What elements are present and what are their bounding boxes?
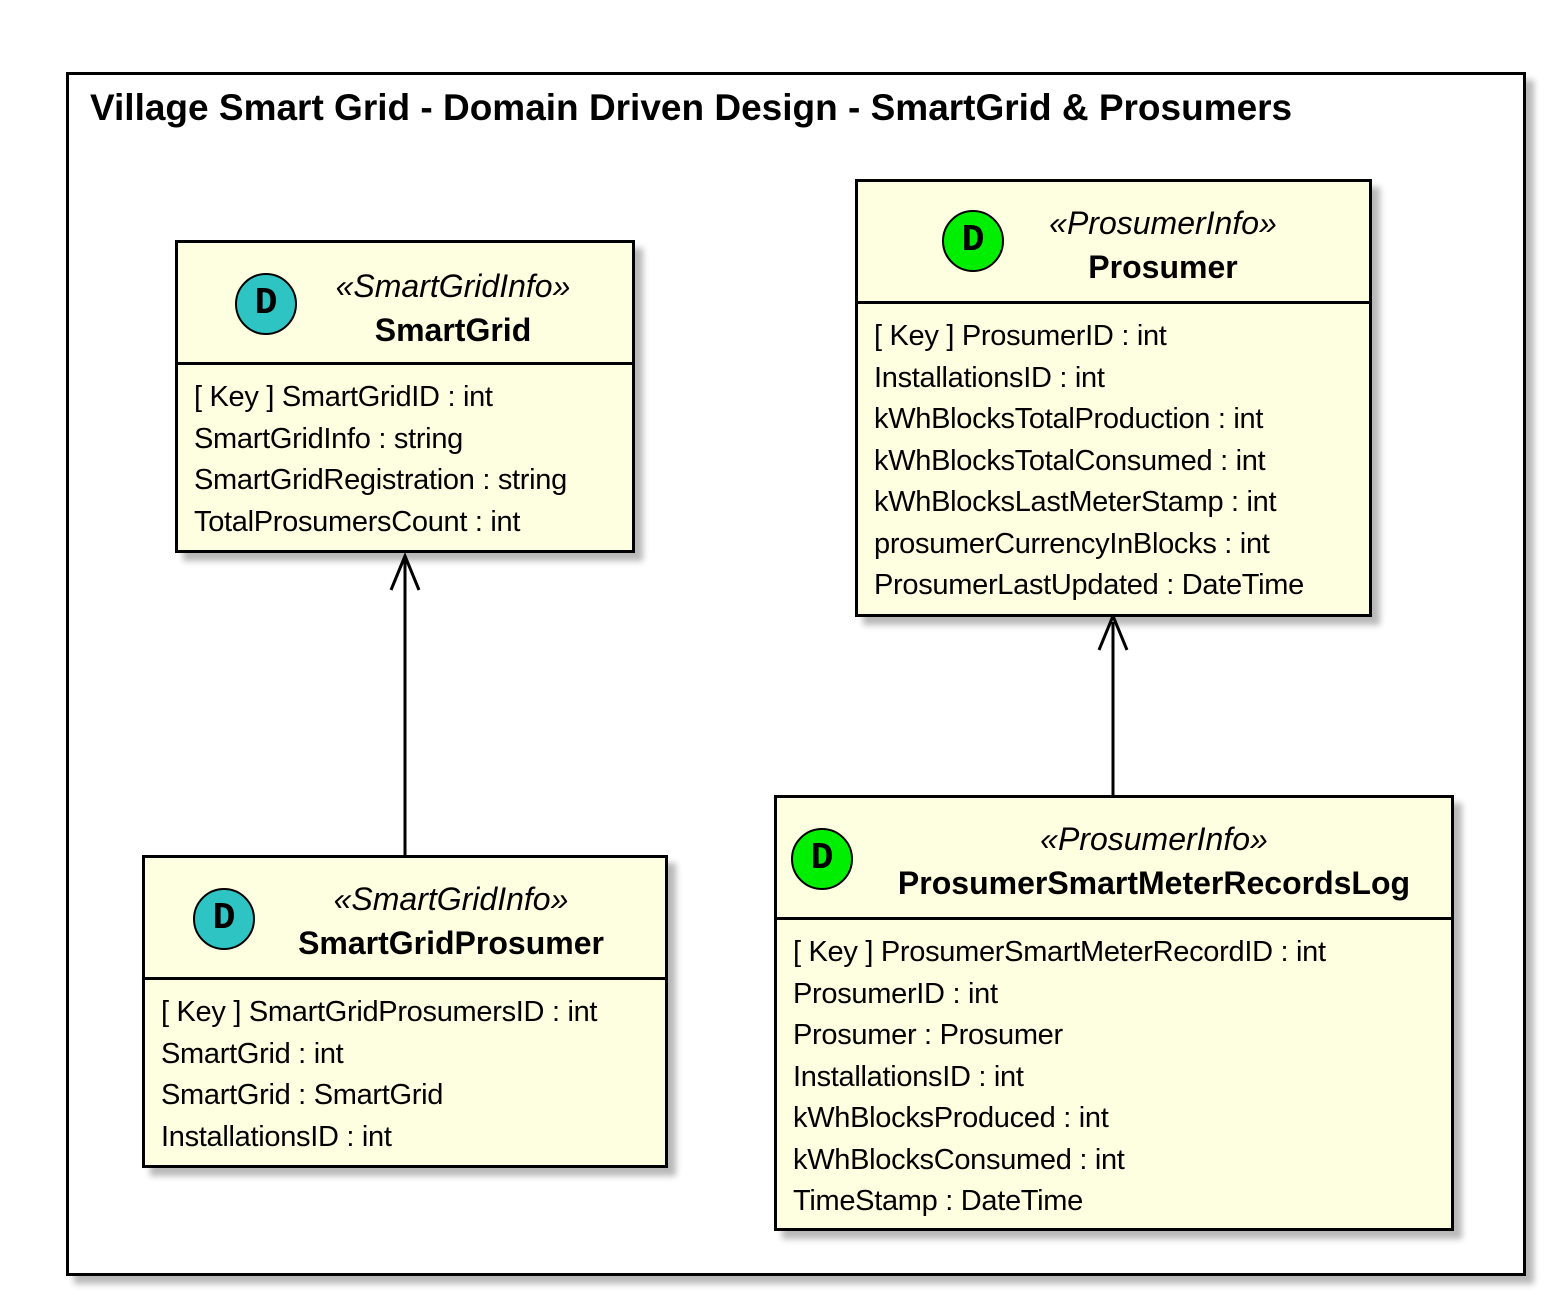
field-item: SmartGrid : SmartGrid (161, 1079, 444, 1111)
entity-d-icon: D (791, 828, 853, 890)
field-item: SmartGridRegistration : string (194, 464, 567, 496)
field-item: ProsumerLastUpdated : DateTime (874, 569, 1304, 601)
class-fields: [ Key ] ProsumerID : int InstallationsID… (858, 304, 1369, 607)
class-header: D «SmartGridInfo» SmartGridProsumer (145, 858, 665, 980)
class-stereotype: «SmartGridInfo» (335, 268, 571, 304)
field-item: TotalProsumersCount : int (194, 505, 521, 538)
field-item: kWhBlocksTotalProduction : int (874, 403, 1264, 435)
field-item: [ Key ] SmartGridProsumersID : int (161, 996, 598, 1028)
field-item: InstallationsID : int (874, 361, 1105, 394)
field-item: kWhBlocksLastMeterStamp : int (874, 486, 1277, 518)
field-item: [ Key ] ProsumerSmartMeterRecordID : int (793, 936, 1326, 968)
class-stereotype: «ProsumerInfo» (1049, 205, 1277, 241)
field-item: kWhBlocksConsumed : int (793, 1143, 1125, 1176)
field-item: [ Key ] ProsumerID : int (874, 320, 1167, 352)
entity-d-icon: D (235, 273, 297, 335)
class-fields: [ Key ] SmartGridProsumersID : int Smart… (145, 980, 665, 1158)
class-smartgrid-prosumer[interactable]: D «SmartGridInfo» SmartGridProsumer [ Ke… (142, 855, 668, 1168)
field-item: InstallationsID : int (161, 1120, 392, 1153)
field-item: prosumerCurrencyInBlocks : int (874, 527, 1270, 560)
package-title: Village Smart Grid - Domain Driven Desig… (90, 87, 1293, 128)
class-prosumer-smart-meter-records-log[interactable]: D «ProsumerInfo» ProsumerSmartMeterRecor… (774, 795, 1454, 1231)
class-header: D «ProsumerInfo» Prosumer (858, 182, 1369, 304)
class-name: Prosumer (1088, 249, 1238, 285)
class-name: SmartGrid (374, 312, 532, 348)
class-prosumer[interactable]: D «ProsumerInfo» Prosumer [ Key ] Prosum… (855, 179, 1372, 617)
field-item: kWhBlocksTotalConsumed : int (874, 444, 1266, 477)
class-stereotype: «SmartGridInfo» (333, 881, 569, 917)
class-stereotype: «ProsumerInfo» (1040, 821, 1268, 857)
class-header: D «SmartGridInfo» SmartGrid (178, 243, 632, 365)
class-name: ProsumerSmartMeterRecordsLog (897, 865, 1411, 901)
field-item: kWhBlocksProduced : int (793, 1102, 1109, 1134)
field-item: SmartGrid : int (161, 1037, 344, 1070)
class-smartgrid[interactable]: D «SmartGridInfo» SmartGrid [ Key ] Smar… (175, 240, 635, 553)
field-item: SmartGridInfo : string (194, 422, 463, 455)
field-item: TimeStamp : DateTime (793, 1185, 1083, 1217)
class-fields: [ Key ] ProsumerSmartMeterRecordID : int… (777, 920, 1451, 1223)
entity-d-icon: D (193, 888, 255, 950)
field-item: InstallationsID : int (793, 1060, 1024, 1093)
field-item: [ Key ] SmartGridID : int (194, 381, 493, 413)
field-item: Prosumer : Prosumer (793, 1019, 1063, 1051)
field-item: ProsumerID : int (793, 977, 998, 1010)
class-header: D «ProsumerInfo» ProsumerSmartMeterRecor… (777, 798, 1451, 920)
class-name: SmartGridProsumer (298, 925, 604, 961)
entity-d-icon: D (942, 210, 1004, 272)
class-fields: [ Key ] SmartGridID : int SmartGridInfo … (178, 365, 632, 543)
